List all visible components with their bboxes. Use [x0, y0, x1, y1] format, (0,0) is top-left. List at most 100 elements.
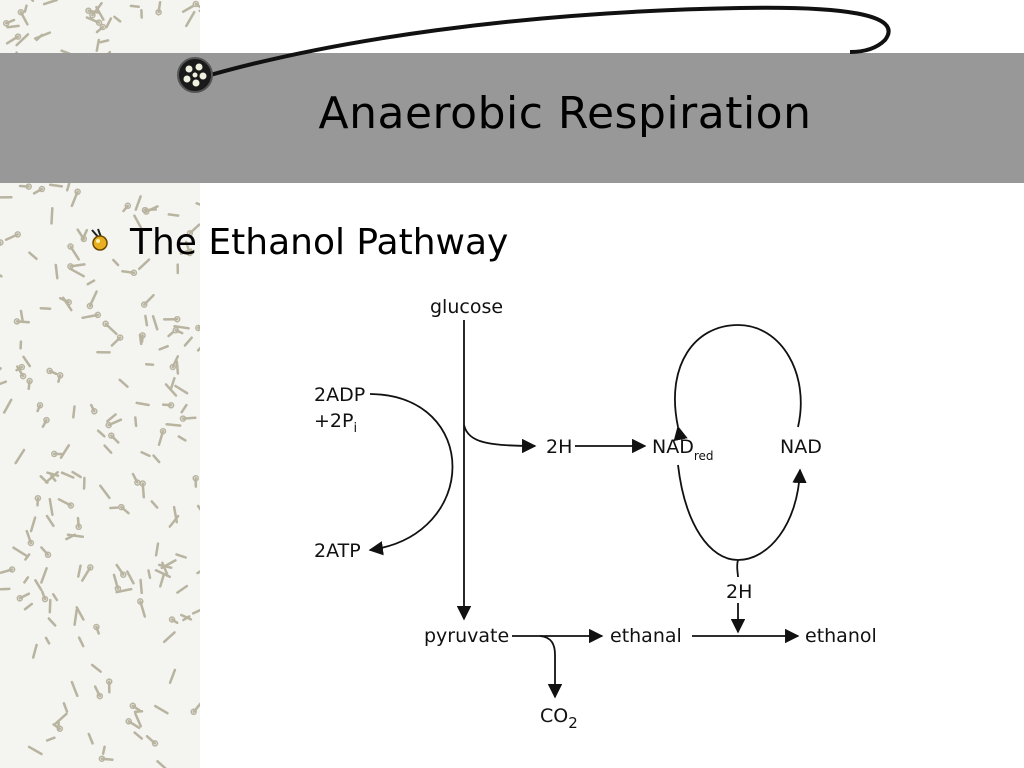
branch-to-2h-arrow — [463, 424, 537, 454]
pattern-stroke — [134, 712, 143, 728]
pi-label: +2Pi — [314, 410, 357, 436]
pattern-node — [14, 33, 22, 40]
pattern-stroke — [177, 435, 187, 442]
pattern-node — [67, 502, 75, 509]
pattern-node — [139, 332, 146, 339]
pattern-node — [137, 598, 144, 605]
pattern-node — [85, 7, 92, 14]
ethanol-label: ethanol — [805, 625, 877, 647]
pattern-stroke — [131, 472, 139, 484]
pattern-node — [67, 243, 74, 250]
ethanol-pathway-diagram: glucose 2ADP +2Pi 2ATP 2H NADred NAD 2H … — [314, 296, 877, 732]
pattern-stroke — [18, 592, 31, 600]
pattern-stroke — [137, 258, 151, 271]
pattern-stroke — [99, 484, 111, 500]
pattern-stroke — [18, 184, 30, 188]
pattern-stroke — [59, 296, 70, 304]
pattern-stroke — [95, 25, 105, 34]
pattern-stroke — [47, 617, 57, 627]
pattern-stroke — [99, 39, 110, 44]
pattern-node — [195, 324, 200, 332]
pattern-node — [190, 708, 197, 716]
pattern-stroke — [165, 423, 182, 427]
pattern-stroke — [113, 15, 122, 23]
pattern-stroke — [28, 251, 38, 261]
pattern-stroke — [95, 38, 101, 52]
pattern-node — [169, 363, 177, 371]
pattern-stroke — [118, 378, 129, 388]
pattern-stroke — [19, 309, 24, 322]
pattern-stroke — [168, 668, 177, 684]
pattern-stroke — [150, 500, 159, 509]
bullet-text: The Ethanol Pathway — [130, 222, 509, 263]
pattern-stroke — [50, 474, 57, 482]
pattern-stroke — [59, 444, 71, 459]
pattern-stroke — [50, 207, 54, 225]
pattern-stroke — [53, 712, 68, 726]
pattern-node — [38, 185, 46, 193]
pattern-stroke — [73, 608, 78, 626]
pattern-stroke — [173, 324, 190, 330]
pattern-stroke — [175, 360, 180, 375]
pattern-node — [18, 363, 26, 371]
pattern-stroke — [45, 736, 56, 742]
pattern-stroke — [45, 514, 55, 528]
pattern-node — [80, 235, 88, 243]
bug-bullet-icon — [91, 228, 108, 251]
2h-bottom-label: 2H — [726, 581, 752, 603]
pattern-stroke — [106, 413, 117, 423]
pattern-node — [44, 551, 52, 559]
pattern-stroke — [2, 398, 13, 414]
pattern-stroke — [34, 579, 43, 591]
pattern-stroke — [23, 576, 30, 584]
pattern-stroke — [176, 584, 189, 594]
pattern-node — [102, 320, 109, 328]
pattern-stroke — [158, 344, 169, 351]
pattern-stroke — [71, 470, 82, 479]
pattern-stroke — [191, 608, 200, 615]
pattern-stroke — [65, 533, 76, 541]
pattern-stroke — [103, 444, 113, 454]
swoosh-line — [199, 5, 891, 80]
pattern-node — [27, 539, 35, 547]
nad-label: NAD — [780, 436, 822, 458]
pattern-node — [168, 616, 176, 623]
pyruvate-label: pyruvate — [424, 625, 509, 647]
pattern-stroke — [76, 228, 86, 241]
pattern-node — [105, 421, 112, 429]
pattern-node — [17, 8, 25, 16]
pattern-stroke — [95, 5, 105, 21]
pattern-node — [86, 302, 94, 310]
pattern-stroke — [27, 379, 31, 391]
pattern-stroke — [126, 570, 135, 585]
pattern-stroke — [12, 546, 29, 558]
adp-label: 2ADP — [314, 384, 365, 406]
pattern-stroke — [185, 10, 196, 28]
pattern-stroke — [129, 4, 140, 9]
pattern-stroke — [172, 505, 179, 524]
pattern-stroke — [15, 33, 30, 47]
pattern-stroke — [23, 602, 34, 611]
pattern-stroke — [57, 374, 62, 383]
pattern-node — [95, 19, 103, 26]
pattern-node — [167, 402, 175, 409]
pattern-stroke — [69, 267, 85, 278]
pattern-node — [91, 408, 98, 415]
pattern-stroke — [140, 450, 151, 458]
pattern-stroke — [62, 702, 69, 713]
pattern-stroke — [161, 403, 173, 407]
pattern-stroke — [23, 4, 28, 13]
pattern-node — [2, 20, 10, 27]
pattern-stroke — [32, 187, 44, 195]
pattern-stroke — [40, 546, 50, 557]
pattern-node — [108, 432, 115, 439]
pattern-stroke — [174, 328, 184, 335]
pattern-stroke — [196, 570, 200, 575]
pattern-node — [125, 718, 132, 725]
glucose-label: glucose — [430, 296, 503, 318]
pattern-stroke — [54, 263, 59, 280]
pattern-node — [130, 269, 138, 277]
pattern-node — [98, 755, 106, 762]
pattern-stroke — [93, 685, 102, 698]
co2-label: CO2 — [540, 705, 578, 732]
